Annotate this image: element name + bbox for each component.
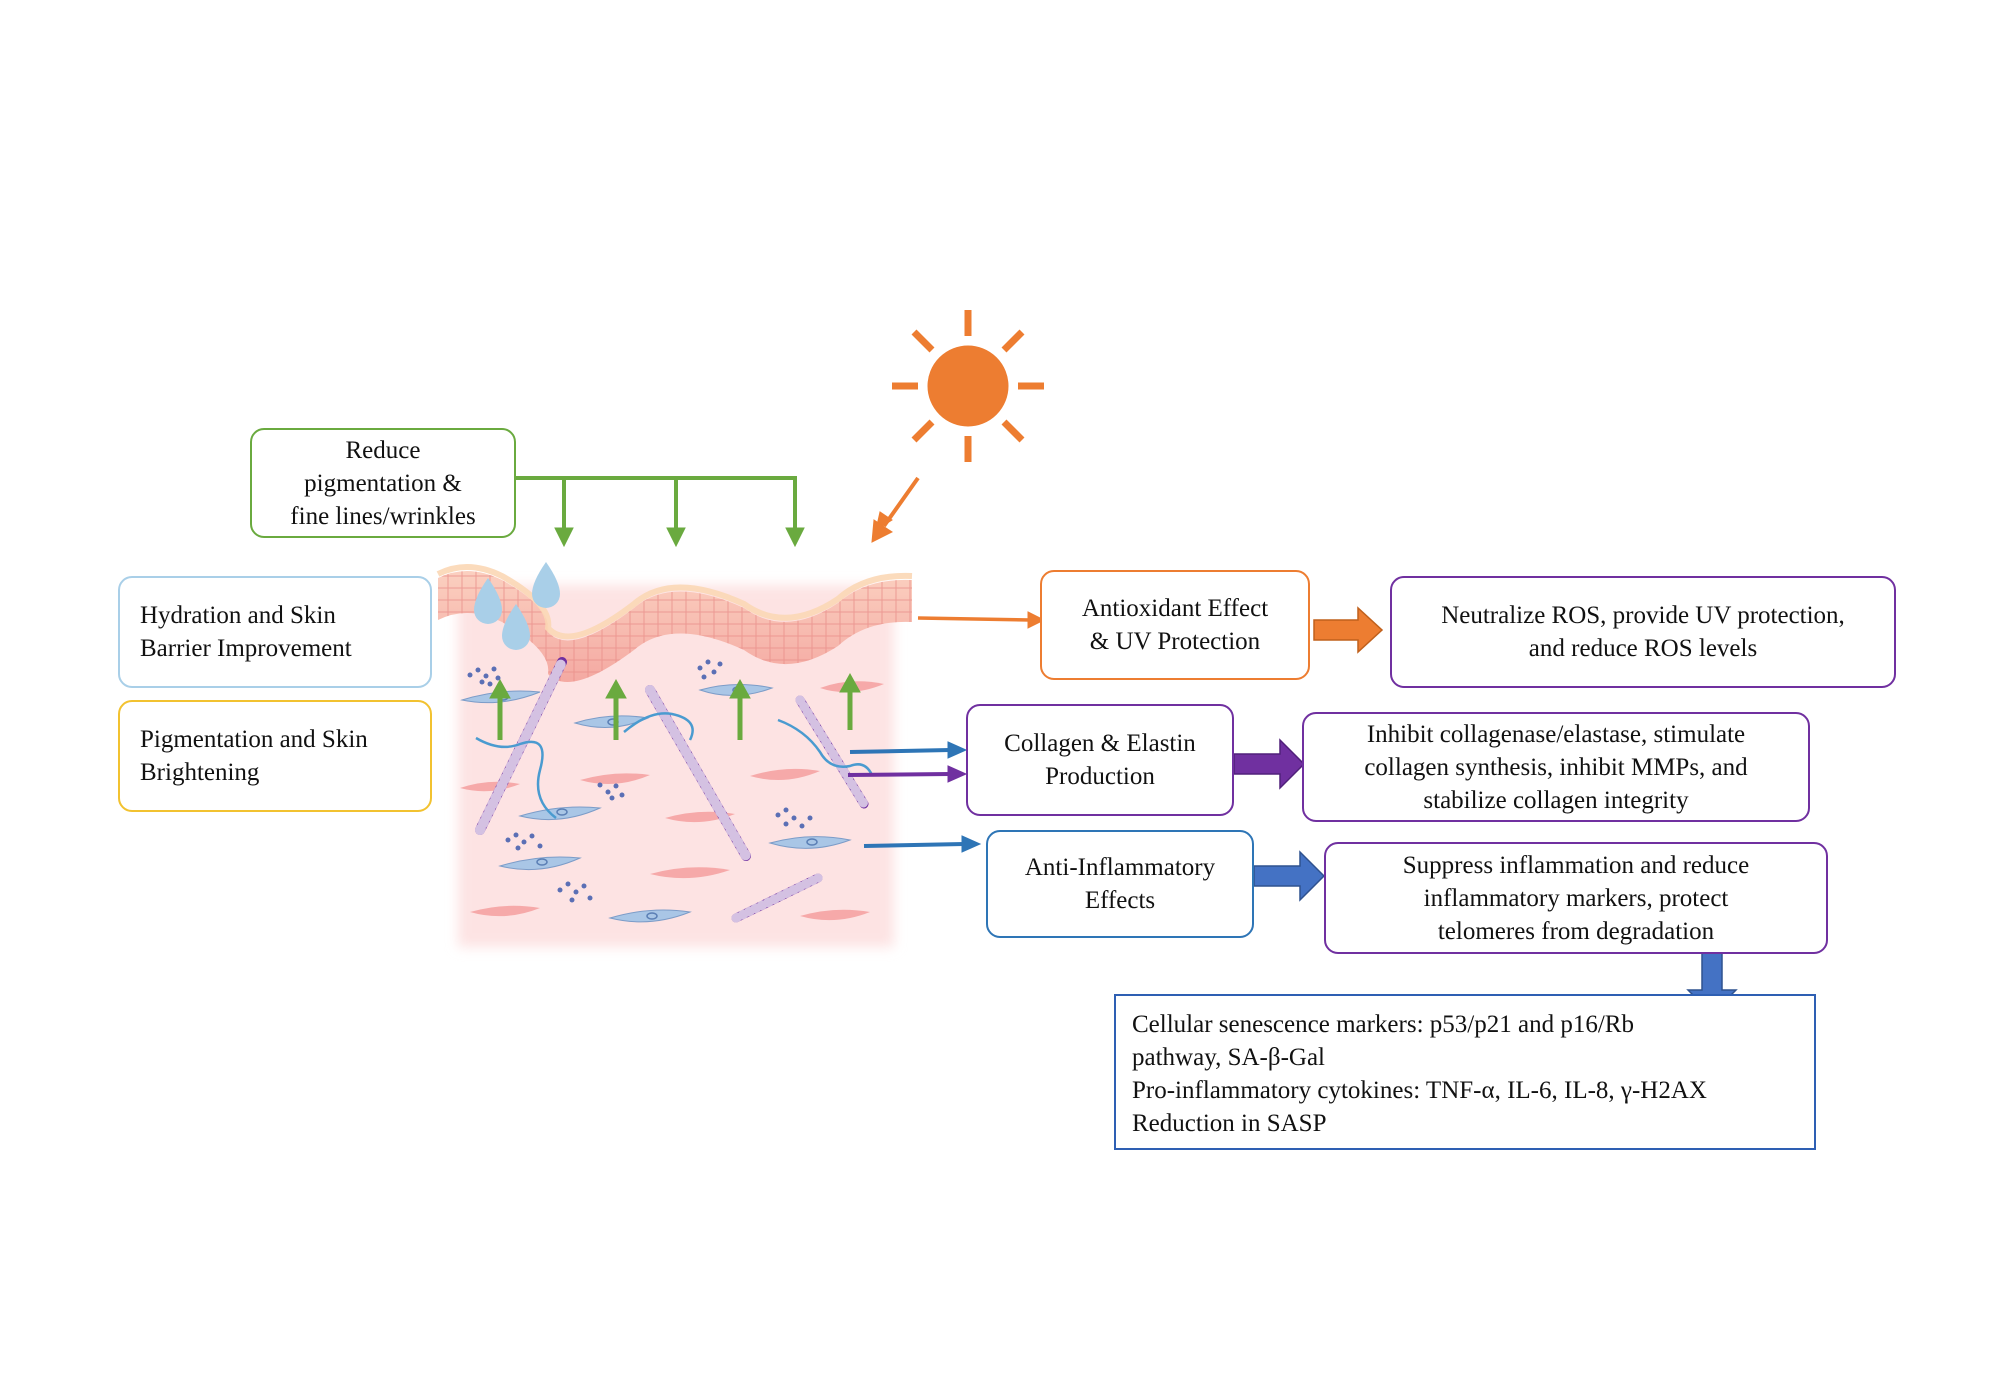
anti-inflammatory-label: Anti-Inflammatory Effects bbox=[1024, 854, 1216, 914]
blue-arrow-collagen bbox=[849, 741, 968, 759]
inhibit-collagenase-label: Inhibit collagenase/elastase, stimulate … bbox=[1364, 720, 1748, 814]
uv-ray-arrow bbox=[871, 476, 920, 543]
pigment-granules bbox=[467, 659, 813, 903]
suppress-inflammation-box: Suppress inflammation and reduce inflamm… bbox=[1324, 842, 1828, 954]
green-upward-arrows bbox=[489, 672, 861, 740]
reduce-pigmentation-box: Reduce pigmentation & fine lines/wrinkle… bbox=[250, 428, 516, 538]
antioxidant-box: Antioxidant Effect & UV Protection bbox=[1040, 570, 1310, 680]
neutralize-ros-label: Neutralize ROS, provide UV protection, a… bbox=[1441, 602, 1845, 662]
antioxidant-label: Antioxidant Effect & UV Protection bbox=[1081, 595, 1269, 655]
anti-inflammatory-box: Anti-Inflammatory Effects bbox=[986, 830, 1254, 938]
marker-line: Pro-inflammatory cytokines: TNF-α, IL-6,… bbox=[1132, 1077, 1707, 1104]
blue-arrow-inflammatory bbox=[863, 835, 982, 853]
pigmentation-brightening-box: Pigmentation and Skin Brightening bbox=[118, 700, 432, 812]
collagen-elastin-box: Collagen & Elastin Production bbox=[966, 704, 1234, 816]
marker-line: Cellular senescence markers: p53/p21 and… bbox=[1132, 1011, 1634, 1038]
sun-icon bbox=[892, 310, 1044, 462]
skin-cross-section-icon bbox=[436, 563, 913, 947]
elastin-fiber-icon bbox=[475, 712, 874, 819]
senescence-markers-text: Cellular senescence markers: p53/p21 and… bbox=[1132, 1008, 1707, 1140]
senescence-markers-box: Cellular senescence markers: p53/p21 and… bbox=[1114, 994, 1816, 1150]
suppress-inflammation-label: Suppress inflammation and reduce inflamm… bbox=[1402, 851, 1750, 945]
hydration-box: Hydration and Skin Barrier Improvement bbox=[118, 576, 432, 688]
fat-orange-arrow bbox=[1313, 606, 1384, 654]
inhibit-collagenase-box: Inhibit collagenase/elastase, stimulate … bbox=[1302, 712, 1810, 822]
green-bracket-arrows bbox=[516, 476, 805, 548]
marker-line: Reduction in SASP bbox=[1132, 1110, 1327, 1137]
purple-arrow-collagen bbox=[847, 765, 968, 783]
collagen-elastin-label: Collagen & Elastin Production bbox=[1004, 730, 1196, 790]
marker-line: pathway, SA-β-Gal bbox=[1132, 1044, 1325, 1071]
fat-purple-arrow bbox=[1233, 738, 1306, 790]
hydration-label: Hydration and Skin Barrier Improvement bbox=[140, 602, 352, 662]
pigmentation-brightening-label: Pigmentation and Skin Brightening bbox=[140, 726, 368, 786]
collagen-fiber-icon bbox=[475, 657, 869, 923]
water-droplet-icon bbox=[474, 562, 560, 650]
orange-arrow bbox=[917, 611, 1046, 629]
reduce-pigmentation-label: Reduce pigmentation & fine lines/wrinkle… bbox=[290, 436, 476, 530]
neutralize-ros-box: Neutralize ROS, provide UV protection, a… bbox=[1390, 576, 1896, 688]
fat-blue-arrow bbox=[1253, 850, 1326, 902]
